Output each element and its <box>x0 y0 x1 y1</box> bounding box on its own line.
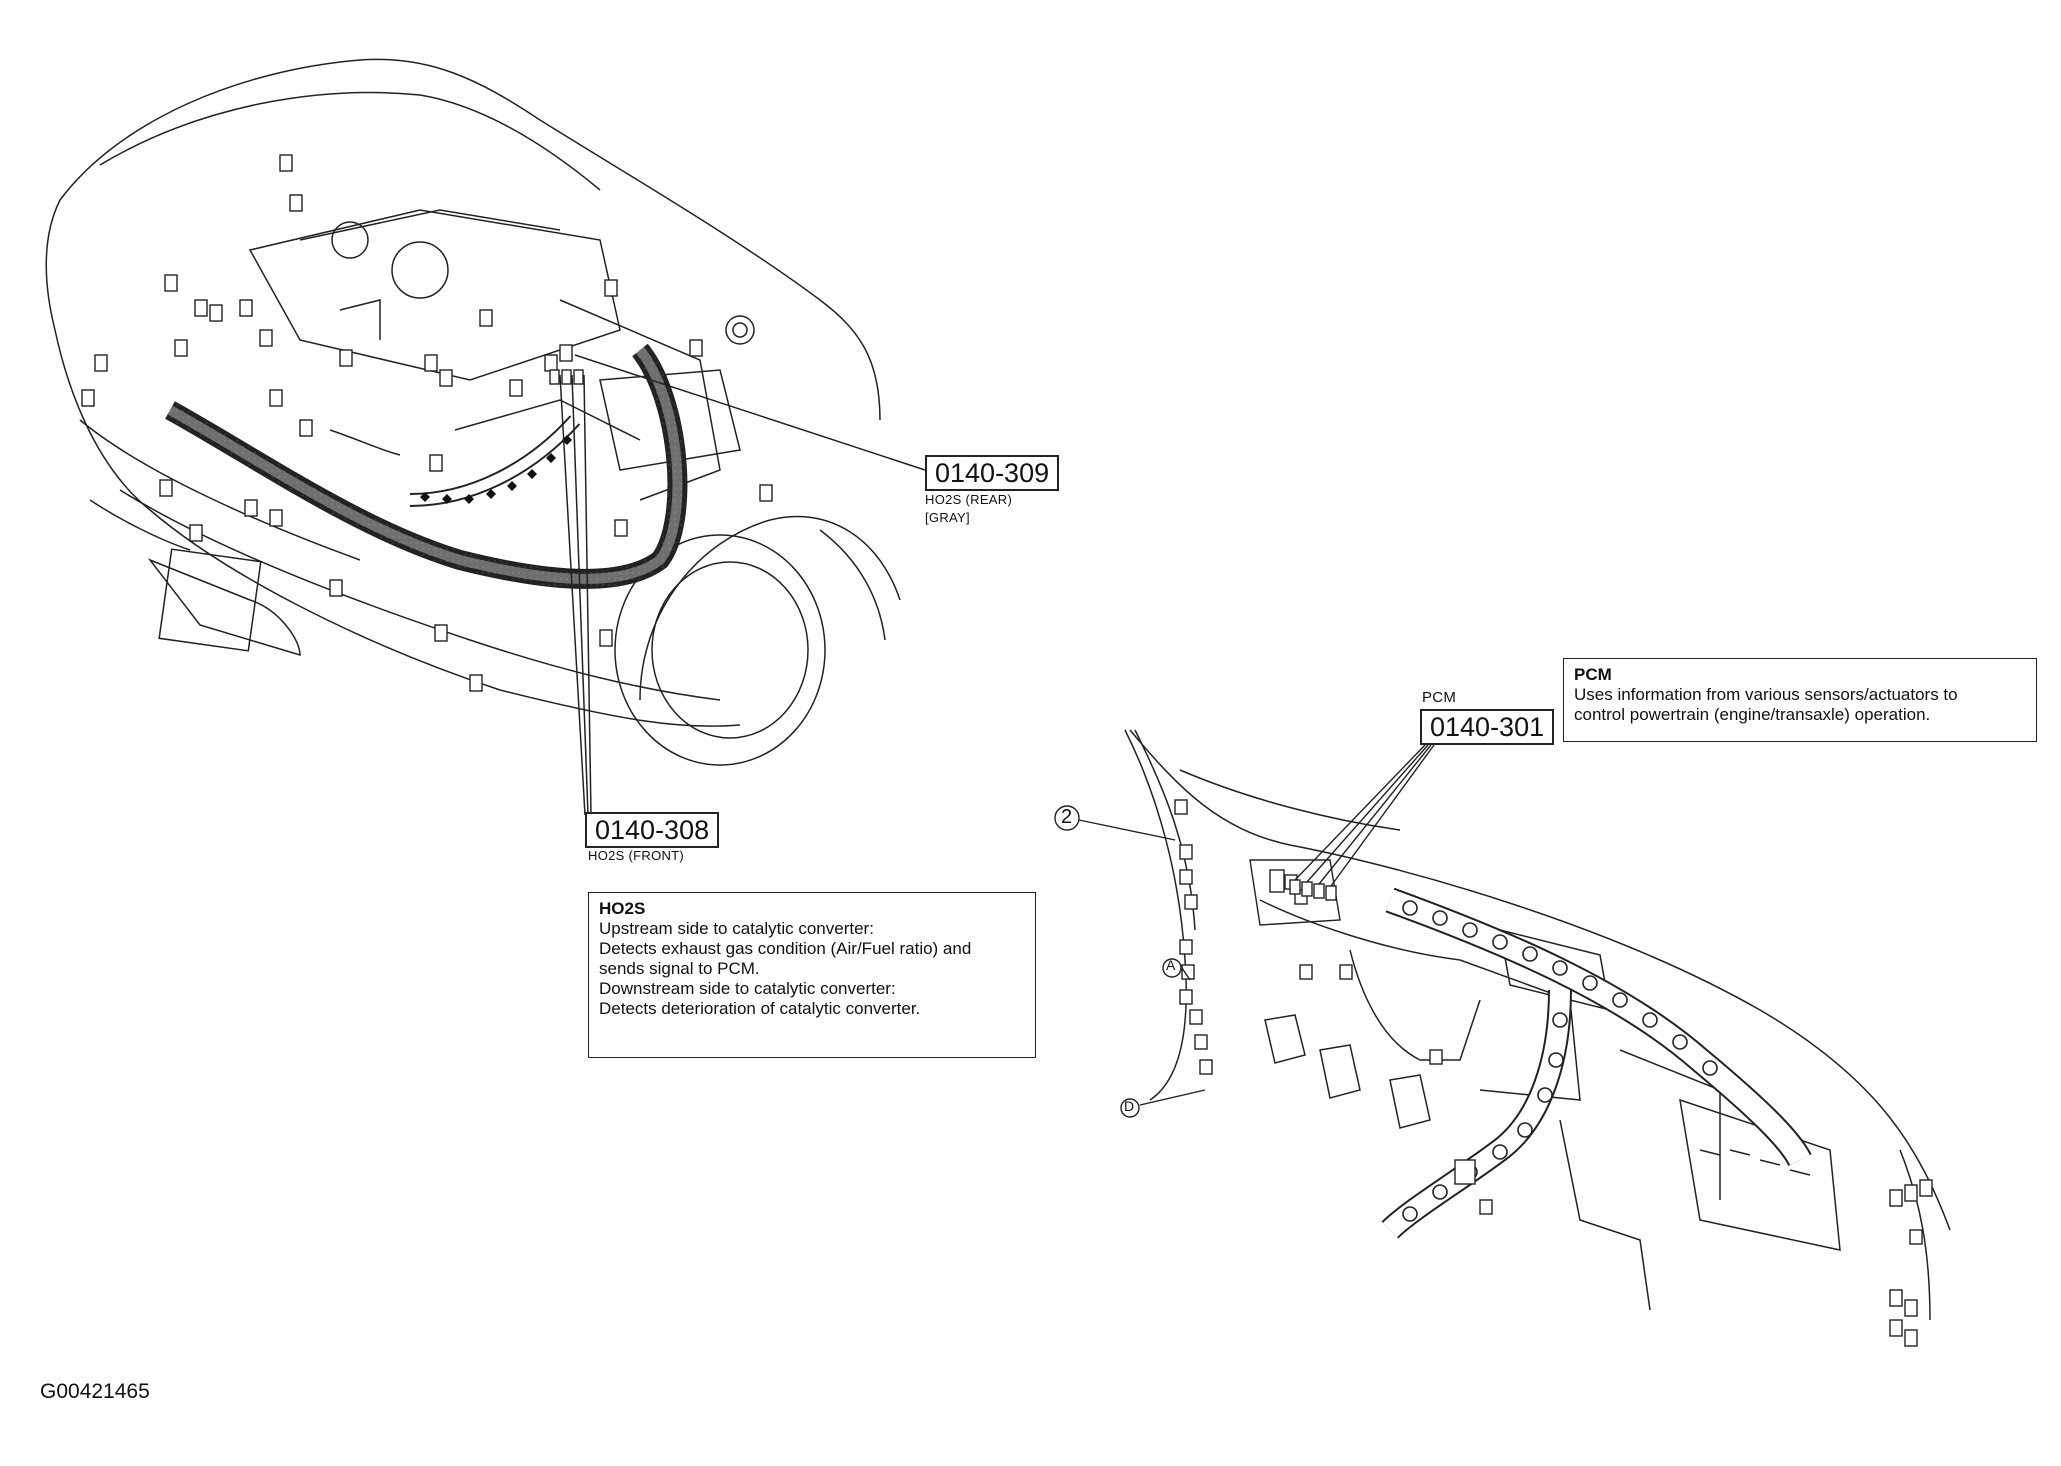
pcm-connectors <box>1249 744 1435 926</box>
engine-bay-illustration <box>45 58 901 766</box>
marker-a-label: A <box>1166 957 1176 973</box>
ho2s-info-title: HO2S <box>599 899 646 918</box>
ho2s-harness <box>409 415 581 507</box>
dash-harness <box>1381 887 1812 1239</box>
marker-2-label: 2 <box>1061 806 1073 828</box>
dash-connectors <box>1174 799 1933 1347</box>
rear-ho2s-code: 0140-309 <box>925 455 1060 491</box>
main-harness <box>165 343 688 589</box>
pcm-label: PCM <box>1422 689 1457 706</box>
pcm-info-title: PCM <box>1574 665 1612 684</box>
ho2s-info-line: Detects deterioration of catalytic conve… <box>599 999 921 1018</box>
ho2s-info-box: HO2S Upstream side to catalytic converte… <box>588 892 1036 1058</box>
pcm-info-line: Uses information from various sensors/ac… <box>1574 685 1958 704</box>
engine-connectors <box>81 154 773 692</box>
ho2s-info-line: Downstream side to catalytic converter: <box>599 979 896 998</box>
pcm-info-box: PCM Uses information from various sensor… <box>1563 658 2037 742</box>
rear-ho2s-color: [GRAY] <box>925 510 970 525</box>
ho2s-info-line: sends signal to PCM. <box>599 959 760 978</box>
ho2s-leader-lines <box>559 354 926 816</box>
rear-ho2s-label: HO2S (REAR) <box>925 492 1013 507</box>
marker-circles <box>1054 805 1182 1118</box>
front-ho2s-code: 0140-308 <box>585 812 720 848</box>
ho2s-info-line: Detects exhaust gas condition (Air/Fuel … <box>599 939 972 958</box>
figure-id: G00421465 <box>40 1380 150 1403</box>
marker-d-label: D <box>1124 1098 1135 1114</box>
front-ho2s-label: HO2S (FRONT) <box>588 848 685 863</box>
dashboard-illustration <box>1124 729 1951 1321</box>
ho2s-info-line: Upstream side to catalytic converter: <box>599 919 874 938</box>
pcm-code: 0140-301 <box>1420 709 1555 745</box>
pcm-info-line: control powertrain (engine/transaxle) op… <box>1574 705 1931 724</box>
